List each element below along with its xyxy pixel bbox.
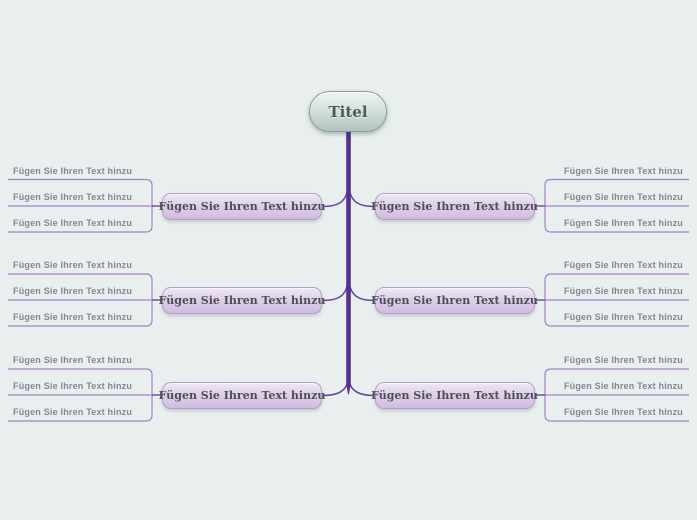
- child-node-left-2-2[interactable]: Fügen Sie Ihren Text hinzu: [13, 286, 133, 296]
- branch-node-left-1[interactable]: Fügen Sie Ihren Text hinzu: [159, 192, 325, 220]
- child-node-left-3-2[interactable]: Fügen Sie Ihren Text hinzu: [13, 381, 133, 391]
- child-node-right-2-3[interactable]: Fügen Sie Ihren Text hinzu: [563, 312, 683, 322]
- child-node-left-3-3[interactable]: Fügen Sie Ihren Text hinzu: [13, 407, 133, 417]
- child-node-left-1-1[interactable]: Fügen Sie Ihren Text hinzu: [13, 165, 133, 176]
- branch-node-label: Fügen Sie Ihren Text hinzu: [158, 199, 326, 213]
- branch-node-right-1[interactable]: Fügen Sie Ihren Text hinzu: [371, 192, 538, 220]
- child-node-right-1-2[interactable]: Fügen Sie Ihren Text hinzu: [563, 192, 683, 202]
- bracket-node-connectors: [152, 205, 545, 396]
- child-node-right-1-1[interactable]: Fügen Sie Ihren Text hinzu: [563, 165, 683, 176]
- branch-node-left-2[interactable]: Fügen Sie Ihren Text hinzu: [159, 286, 325, 314]
- branch-node-left-3[interactable]: Fügen Sie Ihren Text hinzu: [159, 381, 325, 409]
- child-node-right-3-2[interactable]: Fügen Sie Ihren Text hinzu: [563, 381, 683, 391]
- child-node-left-2-3[interactable]: Fügen Sie Ihren Text hinzu: [13, 312, 133, 322]
- child-node-right-2-2[interactable]: Fügen Sie Ihren Text hinzu: [563, 286, 683, 296]
- root-node-label: Titel: [328, 102, 368, 121]
- root-node[interactable]: Titel: [309, 91, 387, 132]
- child-node-left-3-1[interactable]: Fügen Sie Ihren Text hinzu: [13, 355, 133, 365]
- branch-node-label: Fügen Sie Ihren Text hinzu: [158, 293, 326, 307]
- branch-node-label: Fügen Sie Ihren Text hinzu: [158, 388, 326, 402]
- child-node-right-3-3[interactable]: Fügen Sie Ihren Text hinzu: [563, 407, 683, 417]
- branch-node-right-3[interactable]: Fügen Sie Ihren Text hinzu: [371, 381, 538, 409]
- child-node-right-1-3[interactable]: Fügen Sie Ihren Text hinzu: [563, 218, 683, 228]
- central-spine: [346, 128, 351, 395]
- branch-node-right-2[interactable]: Fügen Sie Ihren Text hinzu: [371, 286, 538, 314]
- child-node-left-1-3[interactable]: Fügen Sie Ihren Text hinzu: [13, 218, 133, 228]
- child-node-right-3-1[interactable]: Fügen Sie Ihren Text hinzu: [563, 355, 683, 365]
- child-node-left-1-2[interactable]: Fügen Sie Ihren Text hinzu: [13, 192, 133, 202]
- branch-node-label: Fügen Sie Ihren Text hinzu: [371, 199, 538, 213]
- child-node-left-2-1[interactable]: Fügen Sie Ihren Text hinzu: [13, 260, 133, 270]
- branch-node-label: Fügen Sie Ihren Text hinzu: [371, 388, 538, 402]
- child-node-right-2-1[interactable]: Fügen Sie Ihren Text hinzu: [563, 260, 683, 270]
- branch-node-label: Fügen Sie Ihren Text hinzu: [371, 293, 538, 307]
